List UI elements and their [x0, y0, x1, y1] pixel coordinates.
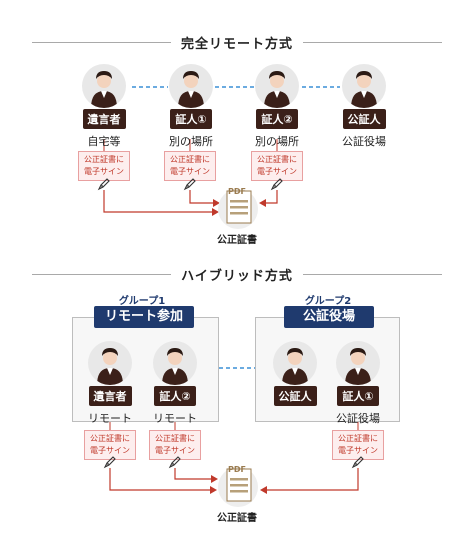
pen-icon [97, 178, 110, 191]
signature-label-line2: 電子サイン [257, 167, 297, 176]
person-avatar-icon [88, 341, 132, 385]
role-badge: 証人② [256, 109, 298, 129]
person-location: リモート [88, 412, 132, 425]
role-badge: 遺言者 [88, 386, 132, 406]
group2-tag: 公証役場 [284, 306, 374, 328]
person-location: 別の場所 [169, 135, 213, 148]
person-location: 自宅等 [87, 135, 121, 148]
person-witness-2: 証人② リモート [144, 341, 206, 426]
e-signature-box: 公正証書に 電子サイン [332, 430, 384, 460]
person-notary: 公証人 [264, 341, 326, 410]
person-witness-2: 証人② 別の場所 [246, 64, 308, 149]
person-avatar-icon [169, 64, 213, 108]
person-testator: 遺言者 リモート [79, 341, 141, 426]
pen-icon [270, 178, 283, 191]
role-badge: 証人① [170, 109, 212, 129]
pdf-icon-text: PDF [228, 465, 246, 474]
person-notary: 公証人 公証役場 [333, 64, 395, 149]
doc-label: 公正証書 [217, 235, 257, 246]
pen-icon [168, 456, 181, 469]
e-signature-box: 公正証書に 電子サイン [164, 151, 216, 181]
doc-label: 公正証書 [217, 513, 257, 524]
e-signature-box: 公正証書に 電子サイン [84, 430, 136, 460]
role-badge: 証人② [154, 386, 196, 406]
e-signature-box: 公正証書に 電子サイン [78, 151, 130, 181]
pdf-document-icon [218, 467, 258, 507]
section2-title: ハイブリッド方式 [171, 264, 303, 284]
person-avatar-icon [273, 341, 317, 385]
signature-label-line2: 電子サイン [84, 167, 124, 176]
signature-label-line1: 公正証書に [84, 155, 124, 164]
section-title-full-remote: 完全リモート方式 [0, 32, 474, 52]
signature-label-line1: 公正証書に [257, 155, 297, 164]
person-location: 別の場所 [255, 135, 299, 148]
pdf-document-icon [218, 189, 258, 229]
person-witness-1: 証人① 別の場所 [160, 64, 222, 149]
signature-label-line1: 公正証書に [90, 434, 130, 443]
group1-tag: リモート参加 [94, 306, 194, 328]
role-badge: 遺言者 [82, 109, 126, 129]
group2-caption: グループ2 [304, 296, 352, 307]
group1-caption: グループ1 [118, 296, 166, 307]
e-signature-box: 公正証書に 電子サイン [251, 151, 303, 181]
person-avatar-icon [342, 64, 386, 108]
role-badge: 公証人 [342, 109, 386, 129]
person-testator: 遺言者 自宅等 [73, 64, 135, 149]
signature-label-line2: 電子サイン [90, 446, 130, 455]
signature-label-line1: 公正証書に [170, 155, 210, 164]
signature-label-line2: 電子サイン [155, 446, 195, 455]
person-avatar-icon [153, 341, 197, 385]
pdf-icon-text: PDF [228, 187, 246, 196]
signature-label-line2: 電子サイン [338, 446, 378, 455]
person-avatar-icon [336, 341, 380, 385]
signature-label-line1: 公正証書に [155, 434, 195, 443]
person-avatar-icon [82, 64, 126, 108]
role-badge: 公証人 [273, 386, 317, 406]
person-location: 公証役場 [342, 135, 386, 148]
person-location: 公証役場 [336, 412, 380, 425]
person-witness-1: 証人① 公証役場 [327, 341, 389, 426]
signature-label-line2: 電子サイン [170, 167, 210, 176]
section-title-hybrid: ハイブリッド方式 [0, 264, 474, 284]
pen-icon [103, 456, 116, 469]
role-badge: 証人① [337, 386, 379, 406]
section1-title: 完全リモート方式 [170, 32, 303, 52]
signature-label-line1: 公正証書に [338, 434, 378, 443]
person-location: リモート [153, 412, 197, 425]
pen-icon [183, 178, 196, 191]
pen-icon [351, 456, 364, 469]
person-avatar-icon [255, 64, 299, 108]
